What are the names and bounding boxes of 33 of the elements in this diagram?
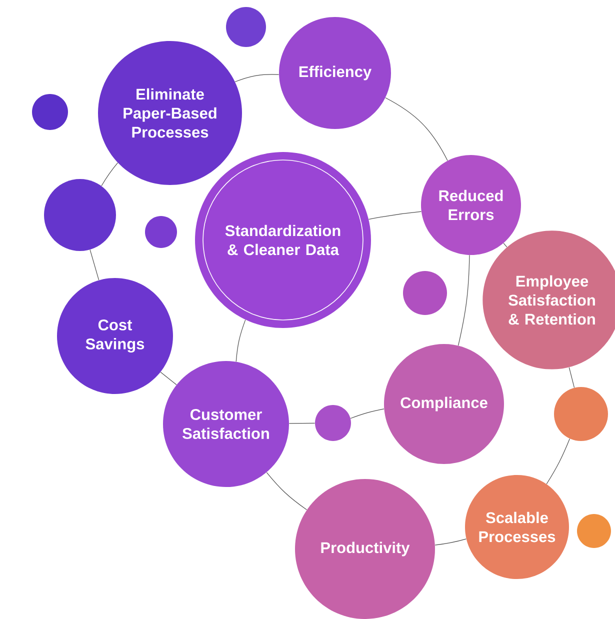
connector-line [350,408,384,419]
bubble: Scalable Processes [465,475,569,579]
connector-line [503,242,508,248]
small-bubble [577,514,611,548]
bubble: Compliance [384,344,504,464]
bubble: Employee Satisfaction & Retention [482,230,615,370]
bubble: Efficiency [279,17,391,129]
bubble: Cost Savings [57,278,173,394]
connector-line [385,97,448,161]
bubble: Productivity [295,479,435,619]
connector-line [458,254,470,346]
connector-line [434,538,466,546]
small-bubble [226,7,266,47]
small-bubble [403,271,447,315]
small-bubble [44,179,116,251]
small-bubble [32,94,68,130]
connector-line [288,422,316,424]
bubble: Reduced Errors [421,155,521,255]
connector-line [101,162,118,186]
connector-line [266,472,308,510]
bubble: Standardization & Cleaner Data [195,152,371,328]
bubble: Customer Satisfaction [163,361,289,487]
connector-line [234,74,280,82]
connector-line [368,211,422,220]
connector-line [90,249,100,280]
small-bubble [145,216,177,248]
small-bubble [554,387,608,441]
connector-line [160,372,177,386]
bubble: Eliminate Paper-Based Processes [98,41,242,185]
small-bubble [315,405,351,441]
connector-line [546,438,570,484]
connector-line [236,320,246,362]
connector-line [568,367,575,388]
